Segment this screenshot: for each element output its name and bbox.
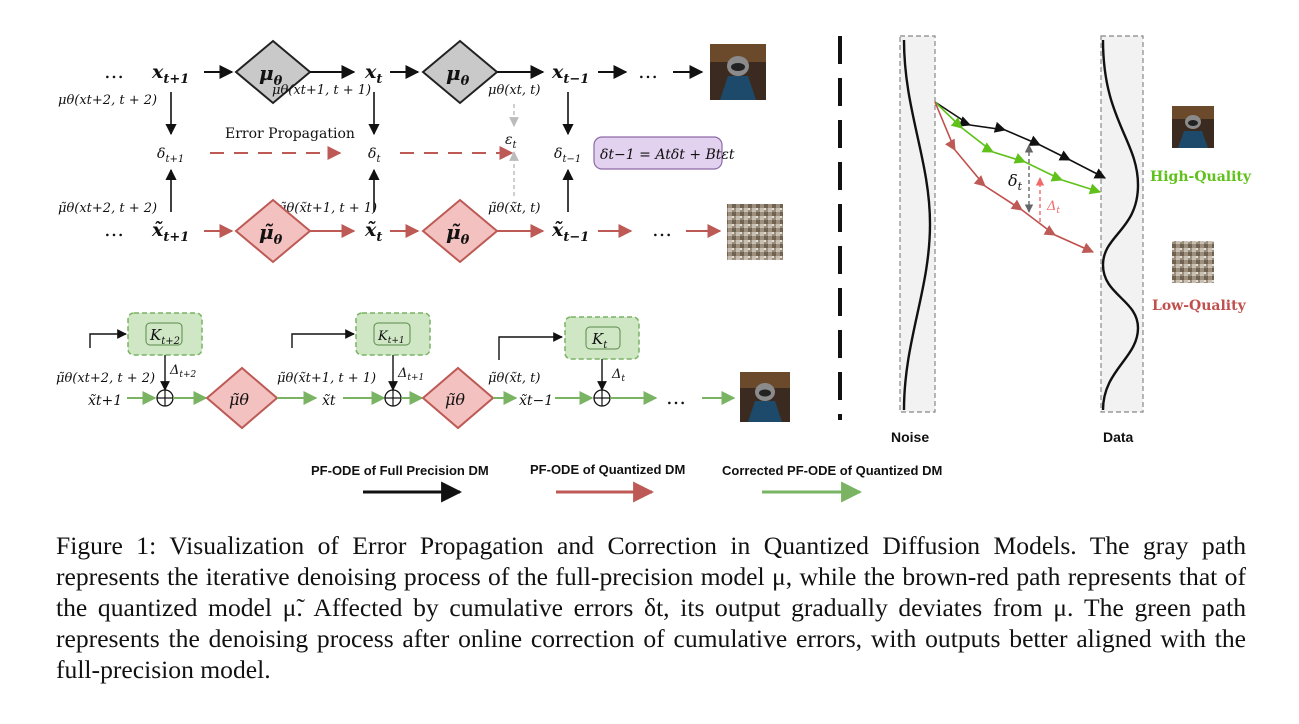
equation-box [593,136,723,170]
row-corrected: Kt+2 Kt+1 Kt Δt+2 Δt+1 Δt μ̃θ(xt+2, t + … [56,312,790,430]
k-feed-2 [291,329,355,348]
row1-mu-label-2: μθ [446,61,470,89]
delta-t: δt [368,146,381,165]
row2-mu-diamond-1 [234,198,312,264]
k-feed-1 [89,329,127,348]
row3-dots: … [666,385,686,409]
row1-dots-left: … [104,59,124,83]
row3-input-2: μ̃θ(x̃t+1, t + 1) [277,371,376,386]
row2-mu-label-1: μ̃θ [259,220,283,248]
delta-tm1: δt−1 [554,146,581,165]
delta-label-3: Δt [611,367,625,384]
k-box-1 [127,312,203,356]
row3-mu-label-1: μ̃θ [229,390,249,409]
row1-mu-diamond-1 [234,39,312,105]
data-column [1100,35,1144,413]
k-label-2: Kt+1 [377,329,405,346]
row3-x-1: x̃t+1 [88,393,122,409]
row3-x-3: x̃t−1 [519,393,553,409]
delta-t-label: δt [1008,171,1023,193]
delta-t1: δt+1 [157,146,184,165]
full-precision-trajectory [934,101,1106,179]
row2-x-prev: x̃t−1 [551,219,589,245]
row1-x-prev: xt−1 [551,61,589,87]
label-mut-t1: μ̃θ(x̃t+1, t + 1) [278,201,377,216]
row-full-precision: … xt+1 μθ xt μθ xt−1 … [104,39,766,105]
noise-distribution-curve [902,39,932,411]
row2-mu-label-2: μ̃θ [446,220,470,248]
label-mu-t1: μθ(xt+1, t + 1) [272,83,371,98]
k-box-2 [355,312,431,356]
legend-quantized-label: PF-ODE of Quantized DM [530,462,685,477]
row1-mu-diamond-2 [421,39,499,105]
epsilon-t: εt [505,132,518,151]
row2-x-cur: x̃t [364,219,382,245]
row3-mu-label-2: μ̃θ [445,390,465,409]
row3-input-1: μ̃θ(xt+2, t + 2) [56,371,155,386]
data-distribution-curve [1101,39,1140,411]
Delta-t-label: Δt [1046,199,1060,216]
k-box-3-inner [585,326,621,350]
data-label: Data [1103,429,1134,445]
label-mut-t: μ̃θ(x̃t, t) [488,201,540,216]
low-quality-label: Low-Quality [1152,298,1247,314]
label-mut-t2: μ̃θ(xt+2, t + 2) [58,201,157,216]
figure-caption: Figure 1: Visualization of Error Propaga… [56,531,1246,684]
row2-x-next: x̃t+1 [151,219,189,245]
k-label-1: Kt+2 [149,326,180,347]
label-mu-t: μθ(xt, t) [488,83,540,98]
row2-dots-left: … [104,217,124,241]
row-quantized: … x̃t+1 μ̃θ x̃t μ̃θ x̃t−1 … [104,198,783,264]
low-quality-image [1172,241,1214,283]
row3-input-3: μ̃θ(x̃t, t) [488,371,540,386]
label-error-propagation: Error Propagation [225,126,355,142]
k-feed-3 [498,332,563,360]
row3-mu-diamond-2 [421,366,495,430]
label-mu-t2: μθ(xt+2, t + 2) [58,93,157,108]
delta-label-1: Δt+2 [169,363,197,380]
row2-output-image [727,204,783,260]
legend-full-precision-label: PF-ODE of Full Precision DM [311,463,489,478]
delta-label-2: Δt+1 [397,366,424,383]
row1-x-next: xt+1 [151,61,189,87]
k-label-3: Kt [591,330,608,351]
high-quality-label: High-Quality [1150,169,1252,185]
row1-mu-label-1: μθ [259,61,283,89]
noise-label: Noise [891,429,929,445]
row1-output-image [710,44,766,100]
row2-mu-diamond-2 [421,198,499,264]
row3-mu-diamond-1 [205,366,279,430]
row2-dots-right: … [652,217,672,241]
row1-x-cur: xt [364,61,382,87]
k-box-2-inner [373,322,411,346]
quantized-trajectory [934,101,1095,253]
legend-corrected-label: Corrected PF-ODE of Quantized DM [722,463,942,478]
row3-x-2: x̃t [322,393,336,409]
row3-output-image [740,372,790,422]
legend: PF-ODE of Full Precision DM PF-ODE of Qu… [311,462,942,503]
error-propagation-diagram: … xt+1 μθ xt μθ xt−1 … μθ(xt+2, t + 2) μ… [56,35,1252,503]
k-box-3 [564,316,640,360]
row1-dots-right: … [638,59,658,83]
high-quality-image [1172,106,1214,148]
equation-text: δt−1 = Atδt + Btεt [600,147,735,163]
distribution-panel: δt Δt High-Quality Low-Quality Noise Dat… [891,35,1252,445]
k-box-1-inner [145,322,183,346]
